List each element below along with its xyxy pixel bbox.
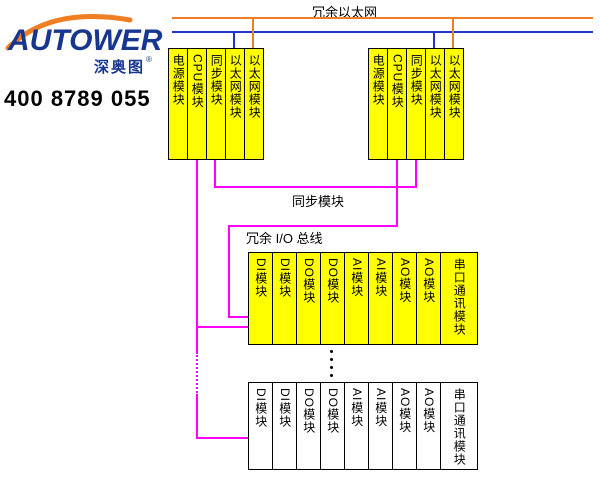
logo-swoosh-icon <box>5 14 133 51</box>
module-AO模块: AO模块 <box>416 382 441 470</box>
module-label: 同步模块 <box>209 54 224 106</box>
module-以太网模块: 以太网模块 <box>444 48 464 160</box>
io-bus-a-stub-bottom-rack <box>196 437 248 439</box>
module-label: DO模块 <box>325 258 340 304</box>
sync-line-right-vertical <box>415 160 417 188</box>
module-label: 以太网模块 <box>228 54 243 119</box>
module-label: AO模块 <box>397 388 412 434</box>
more-racks-ellipsis-icon <box>330 350 333 377</box>
module-label: DO模块 <box>301 388 316 434</box>
module-DI模块: DI模块 <box>272 382 297 470</box>
ethernet-drop-left-orange <box>252 19 254 48</box>
module-以太网模块: 以太网模块 <box>225 48 245 160</box>
io-bus-label: 冗余 I/O 总线 <box>246 231 323 246</box>
module-label: 同步模块 <box>409 54 424 106</box>
module-label: AO模块 <box>397 258 412 304</box>
module-label: DI模块 <box>253 388 268 428</box>
io-bus-a-vertical-upper <box>196 160 198 352</box>
module-label: DO模块 <box>301 258 316 304</box>
module-DO模块: DO模块 <box>320 252 345 345</box>
module-label: DI模块 <box>277 388 292 428</box>
module-以太网模块: 以太网模块 <box>244 48 264 160</box>
module-DI模块: DI模块 <box>248 252 273 345</box>
module-DO模块: DO模块 <box>320 382 345 470</box>
module-AI模块: AI模块 <box>344 382 369 470</box>
module-同步模块: 同步模块 <box>206 48 226 160</box>
module-DI模块: DI模块 <box>248 382 273 470</box>
io-rack-middle: DI模块 DI模块 DO模块 DO模块 AI模块 AI模块 AO模块 AO模块 串口通讯模块 <box>248 252 478 345</box>
ethernet-bus-blue <box>172 31 593 33</box>
io-bus-b-stub-middle-rack <box>228 316 248 318</box>
module-电源模块: 电源模块 <box>168 48 188 160</box>
module-label: DO模块 <box>325 388 340 434</box>
ethernet-bus-label: 冗余以太网 <box>312 5 378 20</box>
ethernet-drop-right-blue <box>433 33 435 48</box>
module-CPU模块: CPU模块 <box>187 48 207 160</box>
io-bus-right-vertical <box>396 160 398 227</box>
module-以太网模块: 以太网模块 <box>425 48 445 160</box>
module-AI模块: AI模块 <box>368 382 393 470</box>
module-AO模块: AO模块 <box>392 252 417 345</box>
io-bus-a-vertical-lower <box>196 396 198 437</box>
module-AO模块: AO模块 <box>416 252 441 345</box>
sync-line-horizontal <box>214 186 417 188</box>
module-同步模块: 同步模块 <box>406 48 426 160</box>
io-bus-a-stub-middle-rack <box>196 326 248 328</box>
ethernet-drop-left-blue <box>233 33 235 48</box>
module-串口通讯模块: 串口通讯模块 <box>440 252 478 345</box>
module-label: 以太网模块 <box>247 54 262 119</box>
module-label: AO模块 <box>421 388 436 434</box>
module-AO模块: AO模块 <box>392 382 417 470</box>
module-label: 串口通讯模块 <box>452 258 467 336</box>
module-label: AI模块 <box>373 258 388 298</box>
brand-logo-text: AUTOWER <box>8 24 163 57</box>
io-bus-cross-horizontal <box>228 225 398 227</box>
brand-chinese-name: 深奥图 <box>94 59 146 76</box>
registered-mark: ® <box>146 55 152 64</box>
sync-line-left-vertical <box>214 160 216 188</box>
module-label: 串口通讯模块 <box>452 388 467 466</box>
module-label: 以太网模块 <box>447 54 462 119</box>
ethernet-bus-orange <box>172 17 593 19</box>
io-bus-a-dotted-continuation <box>196 352 198 396</box>
module-label: AI模块 <box>349 258 364 298</box>
module-label: CPU模块 <box>190 54 205 109</box>
module-label: 以太网模块 <box>428 54 443 119</box>
module-label: AI模块 <box>349 388 364 428</box>
module-DO模块: DO模块 <box>296 382 321 470</box>
sync-link-label: 同步模块 <box>292 194 345 209</box>
module-label: DI模块 <box>277 258 292 298</box>
module-label: DI模块 <box>253 258 268 298</box>
io-bus-b-vertical <box>228 225 230 318</box>
module-DO模块: DO模块 <box>296 252 321 345</box>
module-label: AO模块 <box>421 258 436 304</box>
module-AI模块: AI模块 <box>344 252 369 345</box>
module-label: AI模块 <box>373 388 388 428</box>
module-AI模块: AI模块 <box>368 252 393 345</box>
module-串口通讯模块: 串口通讯模块 <box>440 382 478 470</box>
module-CPU模块: CPU模块 <box>387 48 407 160</box>
module-label: 电源模块 <box>171 54 186 106</box>
module-电源模块: 电源模块 <box>368 48 388 160</box>
module-label: 电源模块 <box>371 54 386 106</box>
phone-number: 400 8789 055 <box>4 86 151 111</box>
module-label: CPU模块 <box>390 54 405 109</box>
module-DI模块: DI模块 <box>272 252 297 345</box>
ethernet-drop-right-orange <box>452 19 454 48</box>
io-rack-bottom: DI模块 DI模块 DO模块 DO模块 AI模块 AI模块 AO模块 AO模块 串口通讯模块 <box>248 382 478 470</box>
